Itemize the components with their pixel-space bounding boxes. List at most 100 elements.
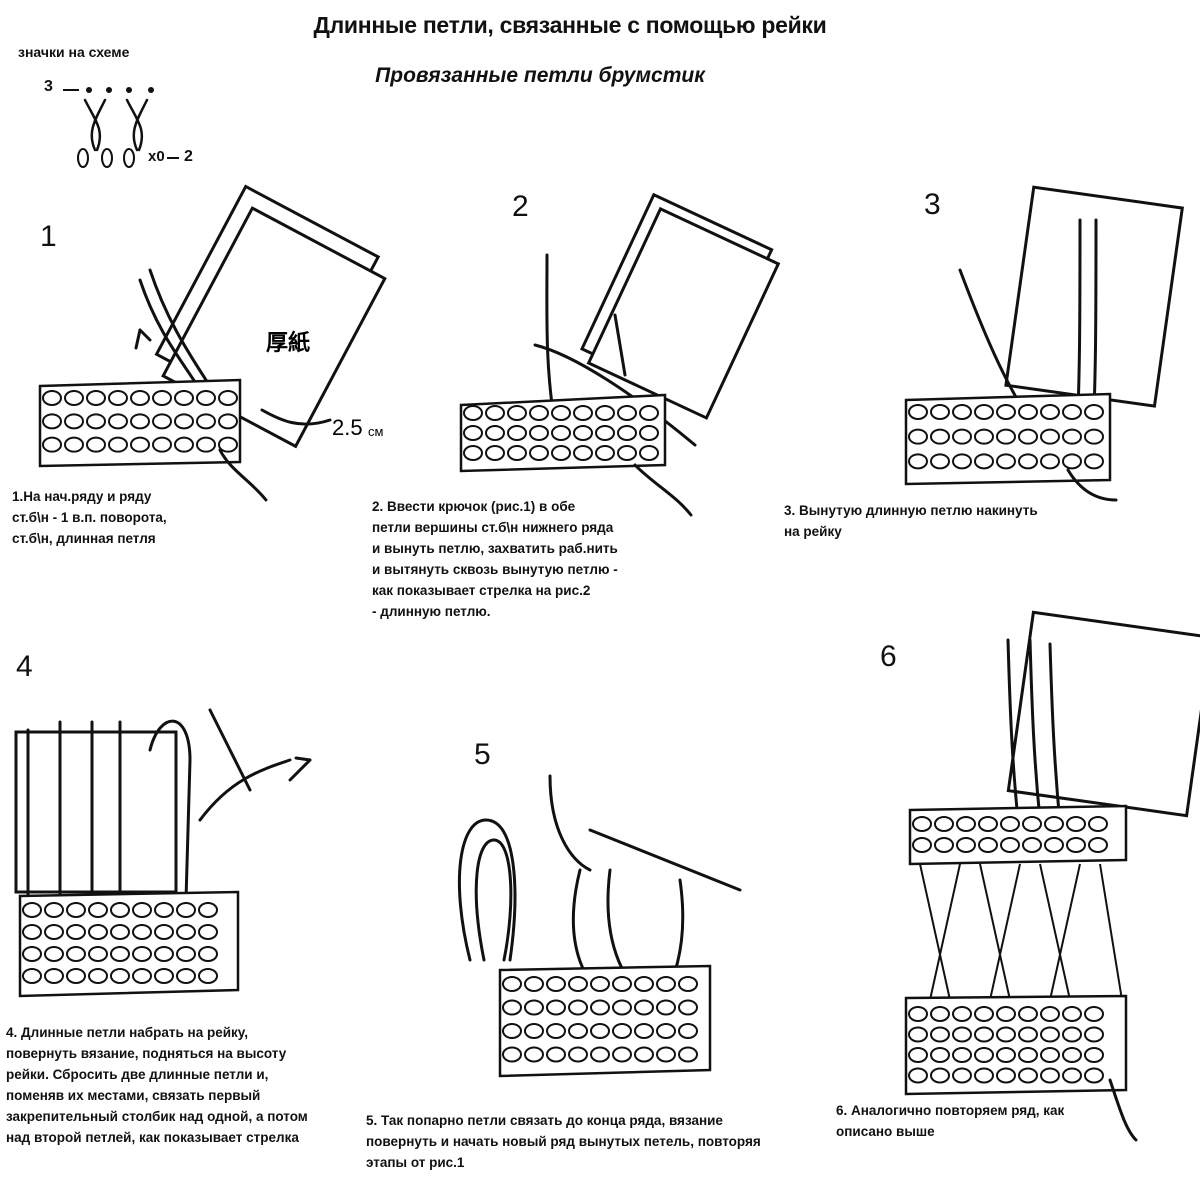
knit-stitch	[1018, 428, 1038, 445]
knit-stitch	[1066, 816, 1086, 832]
knit-stitch	[64, 436, 84, 453]
knit-stitch	[908, 428, 928, 445]
knit-stitch	[1000, 816, 1020, 832]
step-2-illustration	[459, 192, 781, 517]
knit-stitch	[524, 1023, 544, 1039]
knit-stitch	[952, 1006, 972, 1022]
knit-stitch	[507, 425, 527, 441]
knit-stitch	[22, 946, 42, 962]
knit-stitch	[1062, 1067, 1082, 1084]
knit-stitch	[86, 436, 106, 453]
knit-stitch	[590, 976, 610, 992]
knit-stitch	[1040, 1026, 1060, 1043]
legend-chain-mark: x0	[148, 148, 165, 165]
knit-stitch	[86, 390, 106, 406]
knit-stitch	[66, 902, 86, 918]
knit-stitch	[66, 968, 86, 984]
knit-stitch	[595, 445, 615, 461]
knit-stitch	[908, 1047, 928, 1063]
knit-stitch	[573, 445, 593, 461]
knit-stitch	[218, 413, 238, 430]
knit-stitch	[198, 924, 218, 940]
knit-stitch	[639, 445, 659, 461]
knit-stitch	[1044, 837, 1064, 853]
knit-stitch	[1084, 1067, 1104, 1084]
knit-stitch	[1018, 404, 1038, 420]
knit-stitch	[132, 946, 152, 962]
step-2-caption: 2. Ввести крючок (рис.1) в обе петли вер…	[372, 499, 618, 619]
knit-stitch	[88, 968, 108, 984]
knit-stitch	[551, 425, 571, 441]
knit-stitch	[174, 436, 194, 453]
knit-stitch	[1062, 1026, 1082, 1043]
knit-stitch	[529, 425, 549, 441]
knit-stitch	[22, 902, 42, 918]
knit-stitch	[930, 428, 950, 445]
knit-stitch	[546, 976, 566, 992]
knit-stitch	[952, 428, 972, 445]
step-4-caption: 4. Длинные петли набрать на рейку, повер…	[6, 1025, 308, 1145]
knit-stitch	[551, 445, 571, 461]
knit-stitch	[152, 390, 172, 406]
knit-stitch	[974, 1067, 994, 1084]
knit-stitch	[952, 404, 972, 420]
knit-stitch	[912, 816, 932, 832]
knit-stitch	[930, 1067, 950, 1084]
knit-stitch	[934, 816, 954, 832]
knit-stitch	[956, 816, 976, 832]
knit-stitch	[974, 1026, 994, 1043]
knit-stitch	[524, 1046, 544, 1063]
knit-stitch	[656, 976, 676, 992]
knit-stitch	[198, 946, 218, 962]
knit-stitch	[154, 902, 174, 918]
knit-stitch	[44, 968, 64, 984]
knit-stitch	[152, 436, 172, 453]
step-1-measure: 2.5	[332, 415, 363, 440]
knit-stitch	[595, 405, 615, 421]
knit-stitch	[996, 404, 1016, 420]
knit-stitch	[678, 1046, 698, 1063]
knit-stitch	[66, 946, 86, 962]
knit-stitch	[1084, 1026, 1104, 1043]
knit-stitch	[218, 436, 238, 453]
knit-stitch	[568, 999, 588, 1016]
knit-stitch	[996, 453, 1016, 470]
knit-stitch	[996, 428, 1016, 445]
knit-stitch	[42, 413, 62, 430]
knit-stitch	[573, 405, 593, 421]
knit-stitch	[154, 946, 174, 962]
knit-stitch	[502, 1046, 522, 1063]
step-1-caption: 1.На нач.ряду и ряду ст.б\н - 1 в.п. пов…	[12, 489, 167, 546]
knit-stitch	[551, 405, 571, 421]
knit-stitch	[1066, 837, 1086, 853]
knit-stitch	[176, 924, 196, 940]
knit-stitch	[634, 999, 654, 1016]
step-1-illustration: 厚紙 2.5 см	[38, 184, 387, 502]
knit-stitch	[930, 1047, 950, 1063]
knit-stitch	[1084, 1006, 1104, 1022]
knit-stitch	[590, 1023, 610, 1039]
knit-stitch	[908, 453, 928, 470]
knit-stitch	[22, 924, 42, 940]
knit-stitch	[612, 999, 632, 1016]
step-1-knit-rows	[38, 378, 242, 468]
knit-stitch	[108, 413, 128, 430]
knit-stitch	[634, 976, 654, 992]
step-1-card-text: 厚紙	[266, 330, 310, 356]
knit-stitch	[174, 413, 194, 430]
knit-stitch	[1040, 1047, 1060, 1063]
knit-stitch	[86, 413, 106, 430]
knit-stitch	[485, 425, 505, 441]
step-3-illustration	[904, 185, 1184, 502]
knit-stitch	[1062, 428, 1082, 445]
knit-stitch	[176, 902, 196, 918]
knit-stitch	[678, 1023, 698, 1039]
knit-stitch	[502, 976, 522, 992]
step-5-illustration	[457, 774, 742, 1078]
knit-stitch	[88, 902, 108, 918]
knit-stitch	[930, 404, 950, 420]
knit-stitch	[485, 445, 505, 461]
knit-stitch	[196, 436, 216, 453]
knit-stitch	[634, 1023, 654, 1039]
knit-stitch	[1062, 404, 1082, 420]
